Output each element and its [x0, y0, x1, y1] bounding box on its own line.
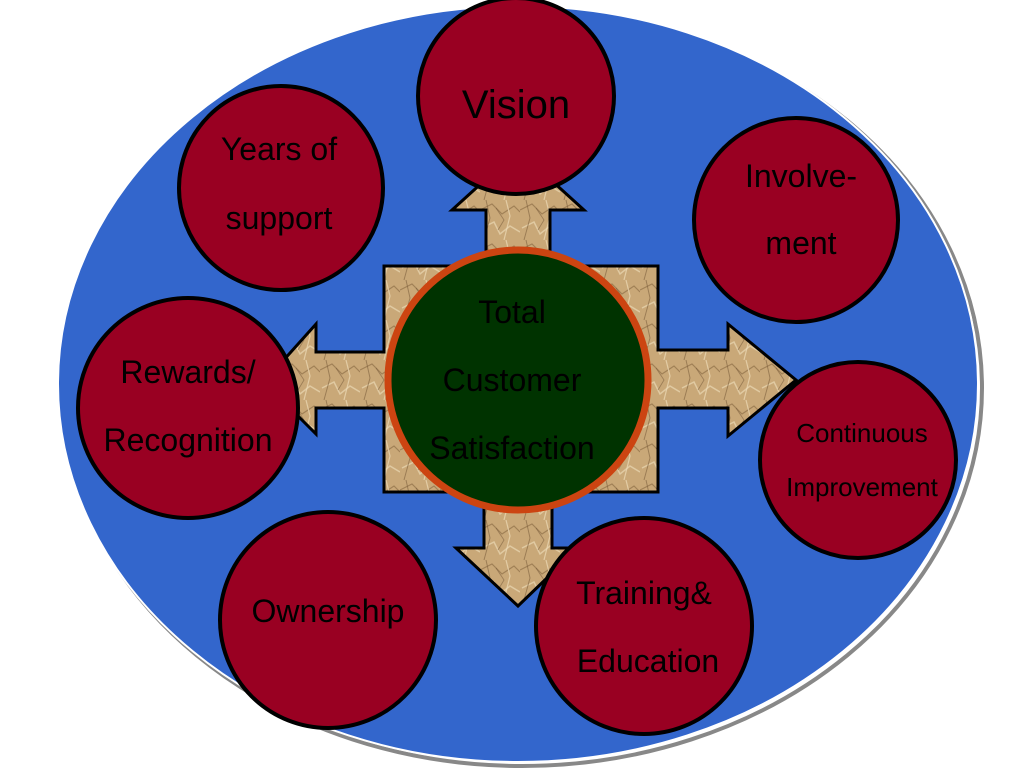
center-label-line-2: Customer [443, 362, 582, 398]
node-training-education-line-1: Training& [576, 575, 712, 611]
node-vision-label: Vision [462, 83, 570, 127]
node-involvement-circle [692, 116, 900, 324]
center-label-line-1: Total [478, 294, 546, 330]
node-involvement: Involve- ment [692, 116, 900, 324]
node-years-of-support: Years of support [177, 84, 385, 292]
center-circle [384, 246, 652, 514]
node-continuous-improvement-circle [758, 360, 958, 560]
node-years-of-support-circle [177, 84, 385, 292]
node-rewards-recognition-line-1: Rewards/ [120, 354, 255, 390]
node-ownership-label: Ownership [252, 593, 405, 629]
node-involvement-line-1: Involve- [745, 158, 857, 194]
node-training-education-line-2: Education [577, 643, 719, 679]
node-rewards-recognition-line-2: Recognition [104, 422, 273, 458]
node-rewards-recognition: Rewards/ Recognition [76, 296, 300, 520]
node-continuous-improvement-line-1: Continuous [796, 418, 928, 448]
node-continuous-improvement-line-2: Improvement [786, 472, 938, 502]
node-training-education-circle [534, 516, 754, 736]
node-years-of-support-line-1: Years of [221, 131, 337, 167]
center-label-line-3: Satisfaction [429, 430, 594, 466]
node-vision-circle [416, 0, 616, 196]
node-continuous-improvement: Continuous Improvement [758, 360, 958, 560]
node-training-education: Training& Education [534, 516, 754, 736]
node-involvement-line-2: ment [765, 225, 836, 261]
node-ownership: Ownership [218, 510, 438, 730]
node-vision: Vision [416, 0, 616, 196]
node-ownership-circle [218, 510, 438, 730]
center-label: Total Customer Satisfaction [429, 294, 594, 466]
node-years-of-support-line-2: support [226, 200, 333, 236]
node-rewards-recognition-circle [76, 296, 300, 520]
